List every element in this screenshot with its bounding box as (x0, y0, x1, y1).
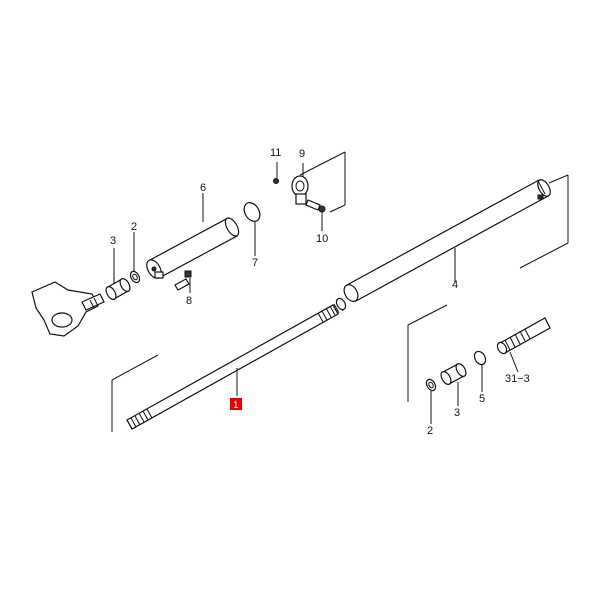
clamp-part-9 (291, 175, 309, 205)
callout-4: 4 (452, 279, 458, 291)
callout-2-lower: 2 (427, 425, 433, 437)
bolt-part-10 (305, 199, 326, 213)
sleeve-part-3-lower (440, 363, 467, 385)
callout-9: 9 (299, 148, 305, 160)
lower-right-group-frame (407, 174, 569, 402)
callout-1: 1 (233, 400, 239, 411)
callout-11: 11 (270, 147, 281, 159)
callout-31-3: 31−3 (505, 373, 530, 385)
callout-5: 5 (479, 393, 485, 405)
snap-ring-part-7 (243, 202, 261, 222)
upper-group-frame (111, 151, 346, 432)
sleeve-part-3-upper (105, 278, 131, 300)
callout-8: 8 (186, 295, 192, 307)
tube-part-6 (146, 217, 240, 279)
callout-3-lower: 3 (454, 407, 460, 419)
ring-part-5 (473, 350, 487, 366)
yoke-knuckle (31, 281, 105, 337)
callout-2-upper: 2 (131, 221, 137, 233)
leader-lines (113, 162, 519, 424)
callout-labels: 3 2 6 7 8 11 9 10 4 2 3 5 31−3 (110, 147, 530, 437)
shaft-part-1 (126, 297, 347, 430)
callout-7: 7 (252, 257, 258, 269)
callout-10: 10 (316, 233, 328, 245)
ring-part-2-upper (129, 270, 141, 284)
tube-part-4 (343, 179, 551, 302)
shaft-spline-lower (126, 408, 153, 430)
shaft-end-part-31-3 (496, 317, 551, 355)
bolt-part-8 (174, 270, 192, 291)
callout-3-upper: 3 (110, 235, 116, 247)
screw-part-11 (273, 178, 279, 184)
callout-6: 6 (200, 182, 206, 194)
ring-part-2-lower (425, 378, 437, 392)
callout-1-highlight[interactable]: 1 (230, 398, 242, 411)
